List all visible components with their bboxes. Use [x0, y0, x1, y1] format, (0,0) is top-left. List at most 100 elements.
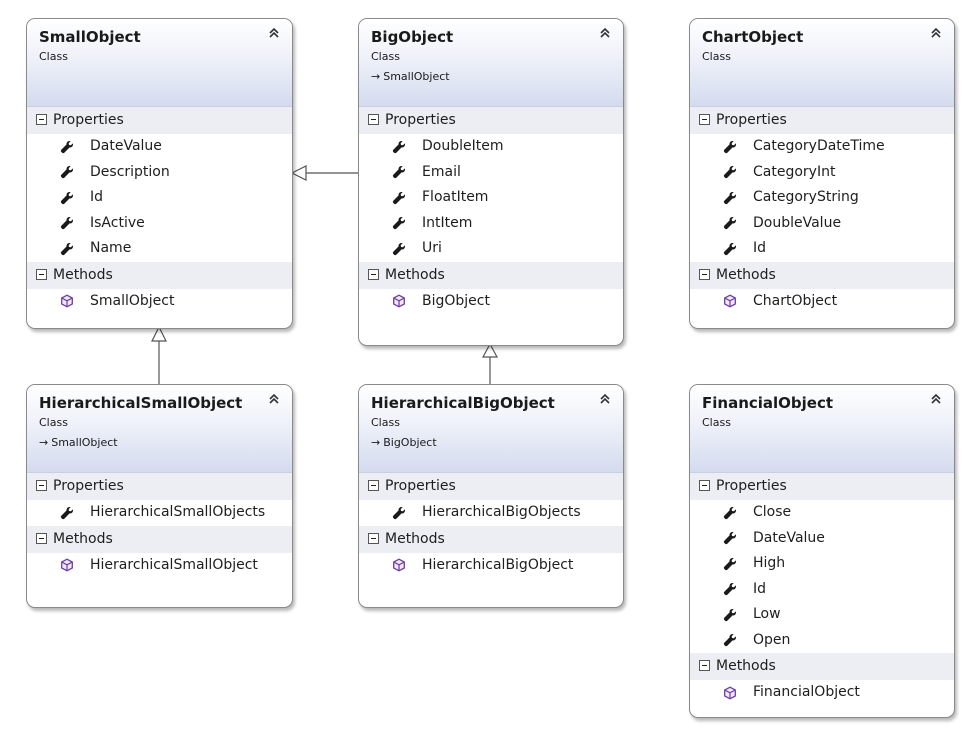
minus-box-icon[interactable] — [36, 480, 47, 491]
class-name: SmallObject — [39, 28, 141, 46]
minus-box-icon[interactable] — [36, 532, 47, 544]
double-chevron-up-icon[interactable] — [268, 393, 280, 408]
class-header[interactable]: BigObject Class →SmallObject — [359, 19, 623, 107]
property-name: IsActive — [90, 214, 145, 231]
class-chartobject[interactable]: ChartObject Class Properties CategoryDat… — [689, 18, 955, 329]
property-item[interactable]: Id — [690, 236, 954, 262]
properties-section-header[interactable]: Properties — [27, 107, 292, 134]
methods-section-header[interactable]: Methods — [690, 653, 954, 680]
property-item[interactable]: Id — [690, 577, 954, 603]
minus-box-icon[interactable] — [699, 114, 710, 125]
class-hierarchicalsmallobject[interactable]: HierarchicalSmallObject Class →SmallObje… — [26, 384, 293, 608]
methods-list: ChartObject — [690, 289, 954, 315]
class-header[interactable]: HierarchicalSmallObject Class →SmallObje… — [27, 385, 292, 473]
minus-box-icon[interactable] — [368, 114, 379, 125]
wrench-icon — [723, 191, 737, 205]
cube-icon — [723, 686, 737, 700]
property-item[interactable]: CategoryString — [690, 185, 954, 211]
methods-section-header[interactable]: Methods — [359, 525, 623, 553]
property-item[interactable]: HierarchicalSmallObjects — [27, 500, 292, 526]
method-item[interactable]: HierarchicalBigObject — [359, 553, 623, 579]
properties-section-header[interactable]: Properties — [690, 473, 954, 500]
method-item[interactable]: SmallObject — [27, 289, 292, 315]
property-item[interactable]: HierarchicalBigObjects — [359, 500, 623, 526]
class-header[interactable]: ChartObject Class — [690, 19, 954, 107]
minus-box-icon[interactable] — [368, 268, 379, 280]
property-item[interactable]: Open — [690, 628, 954, 654]
property-item[interactable]: Uri — [359, 236, 623, 262]
property-item[interactable]: Low — [690, 602, 954, 628]
property-item[interactable]: Close — [690, 500, 954, 526]
minus-box-icon[interactable] — [36, 114, 47, 125]
class-header[interactable]: FinancialObject Class — [690, 385, 954, 473]
property-item[interactable]: Name — [27, 236, 292, 262]
property-item[interactable]: FloatItem — [359, 185, 623, 211]
method-item[interactable]: BigObject — [359, 289, 623, 315]
double-chevron-up-icon[interactable] — [930, 393, 942, 408]
double-chevron-up-icon[interactable] — [599, 393, 611, 408]
property-item[interactable]: DoubleValue — [690, 211, 954, 237]
section-label: Methods — [716, 658, 776, 674]
minus-box-icon[interactable] — [699, 660, 710, 671]
inherit-arrow-icon: → — [371, 70, 381, 83]
base-class-label: →BigObject — [371, 436, 613, 449]
base-class-name: SmallObject — [383, 70, 450, 83]
class-header[interactable]: SmallObject Class — [27, 19, 292, 107]
property-name: DateValue — [753, 529, 825, 546]
double-chevron-up-icon[interactable] — [599, 27, 611, 42]
property-item[interactable]: Email — [359, 160, 623, 186]
minus-box-icon[interactable] — [36, 268, 47, 280]
minus-box-icon[interactable] — [368, 480, 379, 491]
class-name: HierarchicalSmallObject — [39, 394, 243, 412]
cube-icon — [60, 558, 74, 572]
double-chevron-up-icon[interactable] — [930, 27, 942, 42]
property-item[interactable]: IsActive — [27, 211, 292, 237]
property-name: Close — [753, 504, 792, 520]
methods-list: BigObject — [359, 289, 623, 315]
class-bigobject[interactable]: BigObject Class →SmallObject Properties … — [358, 18, 624, 346]
minus-box-icon[interactable] — [699, 268, 710, 280]
method-item[interactable]: HierarchicalSmallObject — [27, 553, 292, 579]
section-label: Methods — [53, 266, 113, 283]
class-header[interactable]: HierarchicalBigObject Class →BigObject — [359, 385, 623, 473]
properties-section-header[interactable]: Properties — [359, 107, 623, 134]
properties-section-header[interactable]: Properties — [359, 473, 623, 500]
property-name: Low — [753, 606, 781, 622]
methods-section-header[interactable]: Methods — [27, 261, 292, 289]
section-label: Methods — [716, 266, 776, 283]
class-name: BigObject — [371, 28, 454, 46]
method-name: BigObject — [422, 292, 490, 309]
property-item[interactable]: DoubleItem — [359, 134, 623, 160]
minus-box-icon[interactable] — [368, 532, 379, 544]
methods-list: FinancialObject — [690, 680, 954, 706]
property-item[interactable]: High — [690, 551, 954, 577]
property-item[interactable]: DateValue — [27, 134, 292, 160]
property-item[interactable]: CategoryInt — [690, 160, 954, 186]
properties-section-header[interactable]: Properties — [690, 107, 954, 134]
property-item[interactable]: DateValue — [690, 526, 954, 552]
property-name: Id — [753, 240, 767, 256]
methods-section-header[interactable]: Methods — [359, 261, 623, 289]
property-item[interactable]: Description — [27, 160, 292, 186]
minus-box-icon[interactable] — [699, 480, 710, 491]
base-class-name: SmallObject — [51, 436, 118, 449]
class-kind: Class — [702, 50, 731, 63]
property-item[interactable]: Id — [27, 185, 292, 211]
methods-section-header[interactable]: Methods — [27, 525, 292, 553]
wrench-icon — [60, 165, 74, 179]
class-kind: Class — [39, 50, 68, 63]
method-item[interactable]: ChartObject — [690, 289, 954, 315]
methods-section-header[interactable]: Methods — [690, 261, 954, 289]
section-label: Properties — [53, 478, 124, 494]
property-item[interactable]: IntItem — [359, 211, 623, 237]
methods-list: HierarchicalSmallObject — [27, 553, 292, 579]
properties-section-header[interactable]: Properties — [27, 473, 292, 500]
class-hierarchicalbigobject[interactable]: HierarchicalBigObject Class →BigObject P… — [358, 384, 624, 608]
double-chevron-up-icon[interactable] — [268, 27, 280, 42]
method-item[interactable]: FinancialObject — [690, 680, 954, 706]
property-name: FloatItem — [422, 189, 489, 205]
property-item[interactable]: CategoryDateTime — [690, 134, 954, 160]
